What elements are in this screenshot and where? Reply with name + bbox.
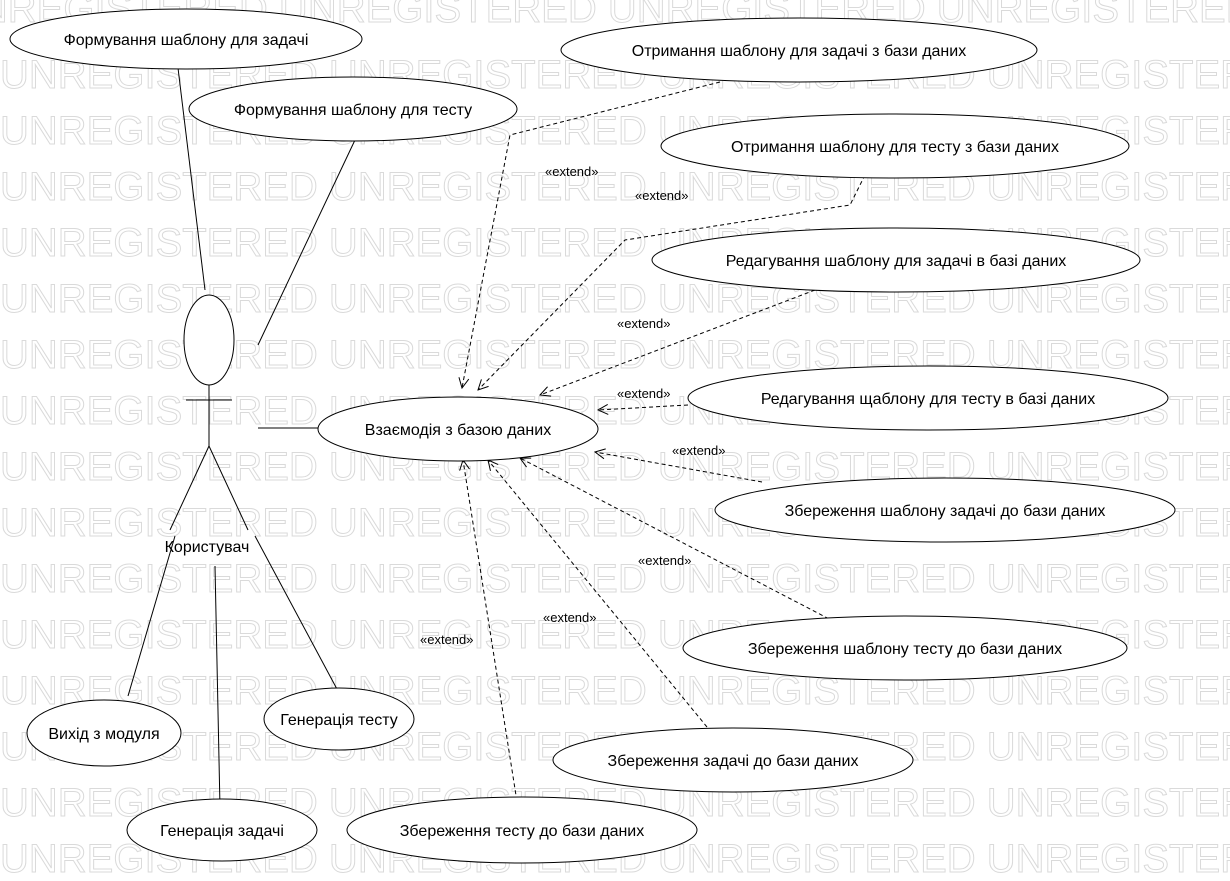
association-line — [127, 535, 176, 697]
use-case-label: Вихід з модуля — [48, 726, 159, 743]
use-case-save-test-template[interactable]: Збереження шаблону тесту до бази даних — [682, 615, 1128, 681]
association-line — [254, 535, 339, 692]
extend-arrow — [462, 81, 721, 388]
use-case-ellipse — [263, 687, 415, 751]
use-case-label: Редагування щаблону для тесту в базі дан… — [761, 391, 1095, 408]
use-case-save-task-template[interactable]: Збереження шаблону задачі до бази даних — [714, 477, 1176, 543]
use-case-label: Отримання шаблону для тесту з бази даних — [731, 139, 1059, 156]
extend-arrow — [463, 460, 519, 809]
extend-relations — [462, 81, 866, 809]
use-case-label: Отримання шаблону для задачі з бази дани… — [632, 43, 966, 60]
use-case-generate-test[interactable]: Генерація тесту — [263, 687, 415, 751]
extend-arrow — [595, 452, 763, 483]
extend-arrow — [598, 405, 689, 410]
extend-arrow — [540, 289, 816, 395]
association-line — [214, 565, 221, 809]
extend-arrow — [488, 460, 708, 728]
use-case-form-test[interactable]: Формування шаблону для тесту — [188, 76, 518, 142]
use-case-get-task[interactable]: Отримання шаблону для задачі з бази дани… — [560, 17, 1038, 83]
use-case-ellipse — [126, 798, 318, 862]
use-case-ellipse — [560, 17, 1038, 83]
extend-arrow — [478, 174, 866, 390]
use-case-edit-test[interactable]: Редагування щаблону для тесту в базі дан… — [687, 365, 1169, 431]
use-case-label: Збереження шаблону тесту до бази даних — [748, 641, 1062, 658]
use-case-ellipse — [660, 113, 1130, 179]
use-case-label: Редагування шаблону для задачі в базі да… — [726, 253, 1067, 270]
extend-label: «extend» — [672, 443, 726, 458]
watermark-line: UNREGISTERED UNREGISTERED UNREGISTERED U… — [0, 557, 1230, 601]
use-case-save-task[interactable]: Збереження задачі до бази даних — [552, 727, 914, 793]
associations — [127, 67, 356, 809]
use-case-label: Генерація тесту — [280, 712, 397, 729]
extend-label: «extend» — [635, 188, 689, 203]
use-case-label: Формування шаблону для тесту — [234, 102, 472, 119]
actor-head — [183, 294, 235, 386]
use-case-form-task[interactable]: Формування шаблону для задачі — [9, 8, 363, 70]
actor-label: Користувач — [165, 539, 250, 556]
use-case-ellipse — [317, 396, 599, 462]
use-case-ellipse — [687, 365, 1169, 431]
use-case-label: Збереження тесту до бази даних — [400, 823, 644, 840]
watermark-line: UNREGISTERED UNREGISTERED UNREGISTERED U… — [0, 669, 1230, 713]
use-case-label: Взаємодія з базою даних — [365, 422, 551, 439]
extend-label: «extend» — [543, 610, 597, 625]
actor-leg-right — [208, 445, 249, 531]
use-case-ellipse — [552, 727, 914, 793]
use-case-ellipse — [651, 227, 1141, 293]
extend-arrow — [520, 458, 836, 623]
use-case-ellipse — [26, 699, 182, 767]
use-case-ellipse — [346, 796, 698, 864]
use-case-ellipse — [714, 477, 1176, 543]
extend-labels: «extend» «extend» «extend» «extend» «ext… — [420, 164, 726, 647]
extend-label: «extend» — [638, 553, 692, 568]
use-case-ellipse — [188, 76, 518, 142]
actor-leg-left — [169, 445, 210, 531]
association-line — [177, 67, 206, 291]
use-case-label: Збереження шаблону задачі до бази даних — [785, 503, 1106, 520]
use-case-ellipse — [9, 8, 363, 70]
use-case-label: Формування шаблону для задачі — [64, 32, 309, 49]
association-line — [257, 139, 356, 346]
use-case-label: Генерація задачі — [160, 823, 284, 840]
use-case-database-interaction[interactable]: Взаємодія з базою даних — [317, 396, 599, 462]
use-case-edit-task[interactable]: Редагування шаблону для задачі в базі да… — [651, 227, 1141, 293]
use-case-label: Збереження задачі до бази даних — [608, 753, 859, 770]
use-case-save-test[interactable]: Збереження тесту до бази даних — [346, 796, 698, 864]
use-case-get-test[interactable]: Отримання шаблону для тесту з бази даних — [660, 113, 1130, 179]
extend-label: «extend» — [545, 164, 599, 179]
use-case-ellipse — [682, 615, 1128, 681]
use-case-exit[interactable]: Вихід з модуля — [26, 699, 182, 767]
use-case-generate-task[interactable]: Генерація задачі — [126, 798, 318, 862]
watermark-line: UNREGISTERED UNREGISTERED UNREGISTERED U… — [0, 165, 1230, 209]
extend-label: «extend» — [617, 316, 671, 331]
actor-user — [169, 294, 249, 531]
extend-label: «extend» — [420, 632, 474, 647]
extend-label: «extend» — [617, 386, 671, 401]
